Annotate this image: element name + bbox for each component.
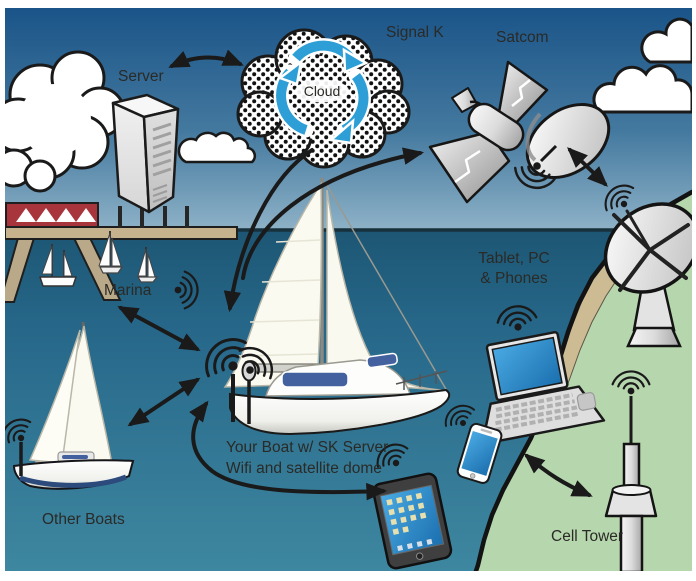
main-sail [326, 189, 442, 391]
tablet-icon [372, 472, 453, 570]
cell-tower-icon [604, 396, 658, 571]
arrow-marina-boat [117, 306, 201, 351]
bridge [5, 202, 238, 303]
label-server: Server [118, 68, 164, 85]
arrow-cloud-boat [223, 148, 314, 313]
arrow-server-cloud [168, 49, 244, 68]
bridge-truss [5, 202, 99, 228]
small-sailboats [39, 231, 158, 287]
label-cell-tower: Cell Tower [551, 528, 623, 545]
connection-arrows [117, 49, 608, 501]
label-other-boats: Other Boats [42, 511, 125, 528]
label-your-boat-2: Wifi and satellite dome [226, 460, 382, 477]
satellite-dish-icon [603, 202, 692, 348]
label-signal-k: Signal K [386, 24, 444, 41]
label-marina: Marina [104, 282, 152, 299]
cloud-small [177, 131, 257, 164]
bridge-deck [5, 226, 238, 240]
label-your-boat-1: Your Boat w/ SK Server [226, 439, 388, 456]
arrow-boat-tablet [189, 400, 388, 501]
cloud-mid-right [592, 64, 692, 114]
cloud-corner [640, 17, 692, 64]
smartphone-icon [456, 422, 503, 484]
arrow-boat-satcom [241, 147, 425, 280]
laptop-icon [480, 331, 606, 446]
cloud-top-left [5, 50, 126, 193]
label-devices-1: Tablet, PC [478, 250, 550, 267]
server-icon [111, 93, 180, 214]
label-cloud: Cloud [304, 83, 341, 99]
arrow-tower-phone [523, 453, 593, 497]
label-satcom: Satcom [496, 29, 549, 46]
label-devices-2: & Phones [480, 270, 547, 287]
sync-arrows-icon [273, 38, 371, 145]
cloud-label-bg [295, 79, 349, 103]
other-boat [12, 321, 135, 490]
arrow-satcom-dish [567, 147, 608, 187]
arrow-otherboats-boat [127, 377, 201, 427]
dock-pilings [118, 206, 189, 228]
